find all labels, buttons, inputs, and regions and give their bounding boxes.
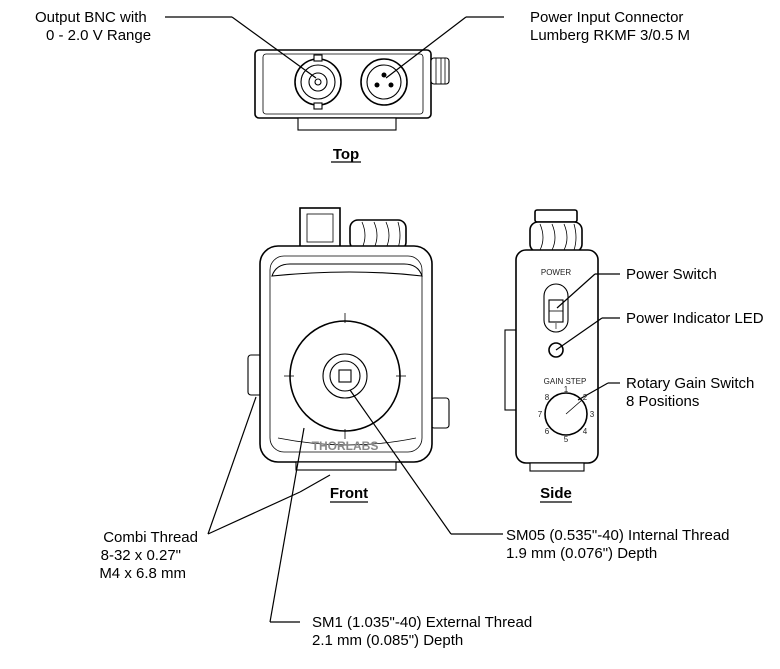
front-base-plate [295,461,397,471]
gain-step-text: GAIN STEP [544,377,587,386]
gain-position-2: 2 [583,393,588,402]
front-view-caption: Front [330,485,368,502]
front-recess-bottom [277,437,417,446]
gain-position-8: 8 [545,393,550,402]
gain-position-3: 3 [590,410,595,419]
side-power-connector [529,209,583,253]
combi-thread-label-line1: Combi Thread [103,529,198,546]
photodiode-window [338,369,352,383]
power-switch-label: Power Switch [626,266,717,283]
gain-position-labels: 1 2 3 4 5 6 7 8 [538,385,595,444]
top-housing-inner [262,53,424,115]
gain-switch-label-line1: Rotary Gain Switch [626,375,754,392]
side-power-text: POWER [541,268,571,277]
gain-position-1: 1 [564,385,569,394]
front-recess-top [271,263,423,277]
front-brand-logo: THORLABS [312,439,379,453]
top-view-caption: Top [333,146,359,163]
sm1-label-line1: SM1 (1.035"-40) External Thread [312,614,532,631]
top-view: Top [165,16,504,163]
top-base-plate [297,117,397,131]
combi-thread-label-line2: 8-32 x 0.27" [101,547,181,564]
gain-position-6: 6 [545,427,550,436]
gain-position-7: 7 [538,410,543,419]
gain-position-5: 5 [564,435,569,444]
gain-position-4: 4 [583,427,588,436]
sm1-label-line2: 2.1 mm (0.085") Depth [312,632,463,649]
power-led-label: Power Indicator LED [626,310,764,327]
side-switch-on-mark: I [555,322,557,331]
side-view: POWER O I GAIN STEP 1 2 3 4 5 6 7 8 Side [504,209,599,503]
side-view-caption: Side [540,485,572,502]
front-side-knob-right [430,397,450,429]
top-power-connector [360,58,408,106]
sm05-label-line2: 1.9 mm (0.076") Depth [506,545,657,562]
bnc-label-line2: 0 - 2.0 V Range [46,27,151,44]
sm05-label-line1: SM05 (0.535"-40) Internal Thread [506,527,730,544]
power-connector-label-line1: Power Input Connector [530,9,683,26]
front-housing-inner [269,255,423,453]
gain-switch-label-line2: 8 Positions [626,393,699,410]
side-base-plate [529,462,585,472]
bnc-label-line1: Output BNC with [35,9,147,26]
power-connector-label-line2: Lumberg RKMF 3/0.5 M [530,27,690,44]
top-side-knob [430,57,450,85]
combi-thread-label-line3: M4 x 6.8 mm [99,565,186,582]
front-view: THORLABS Front [247,207,450,503]
